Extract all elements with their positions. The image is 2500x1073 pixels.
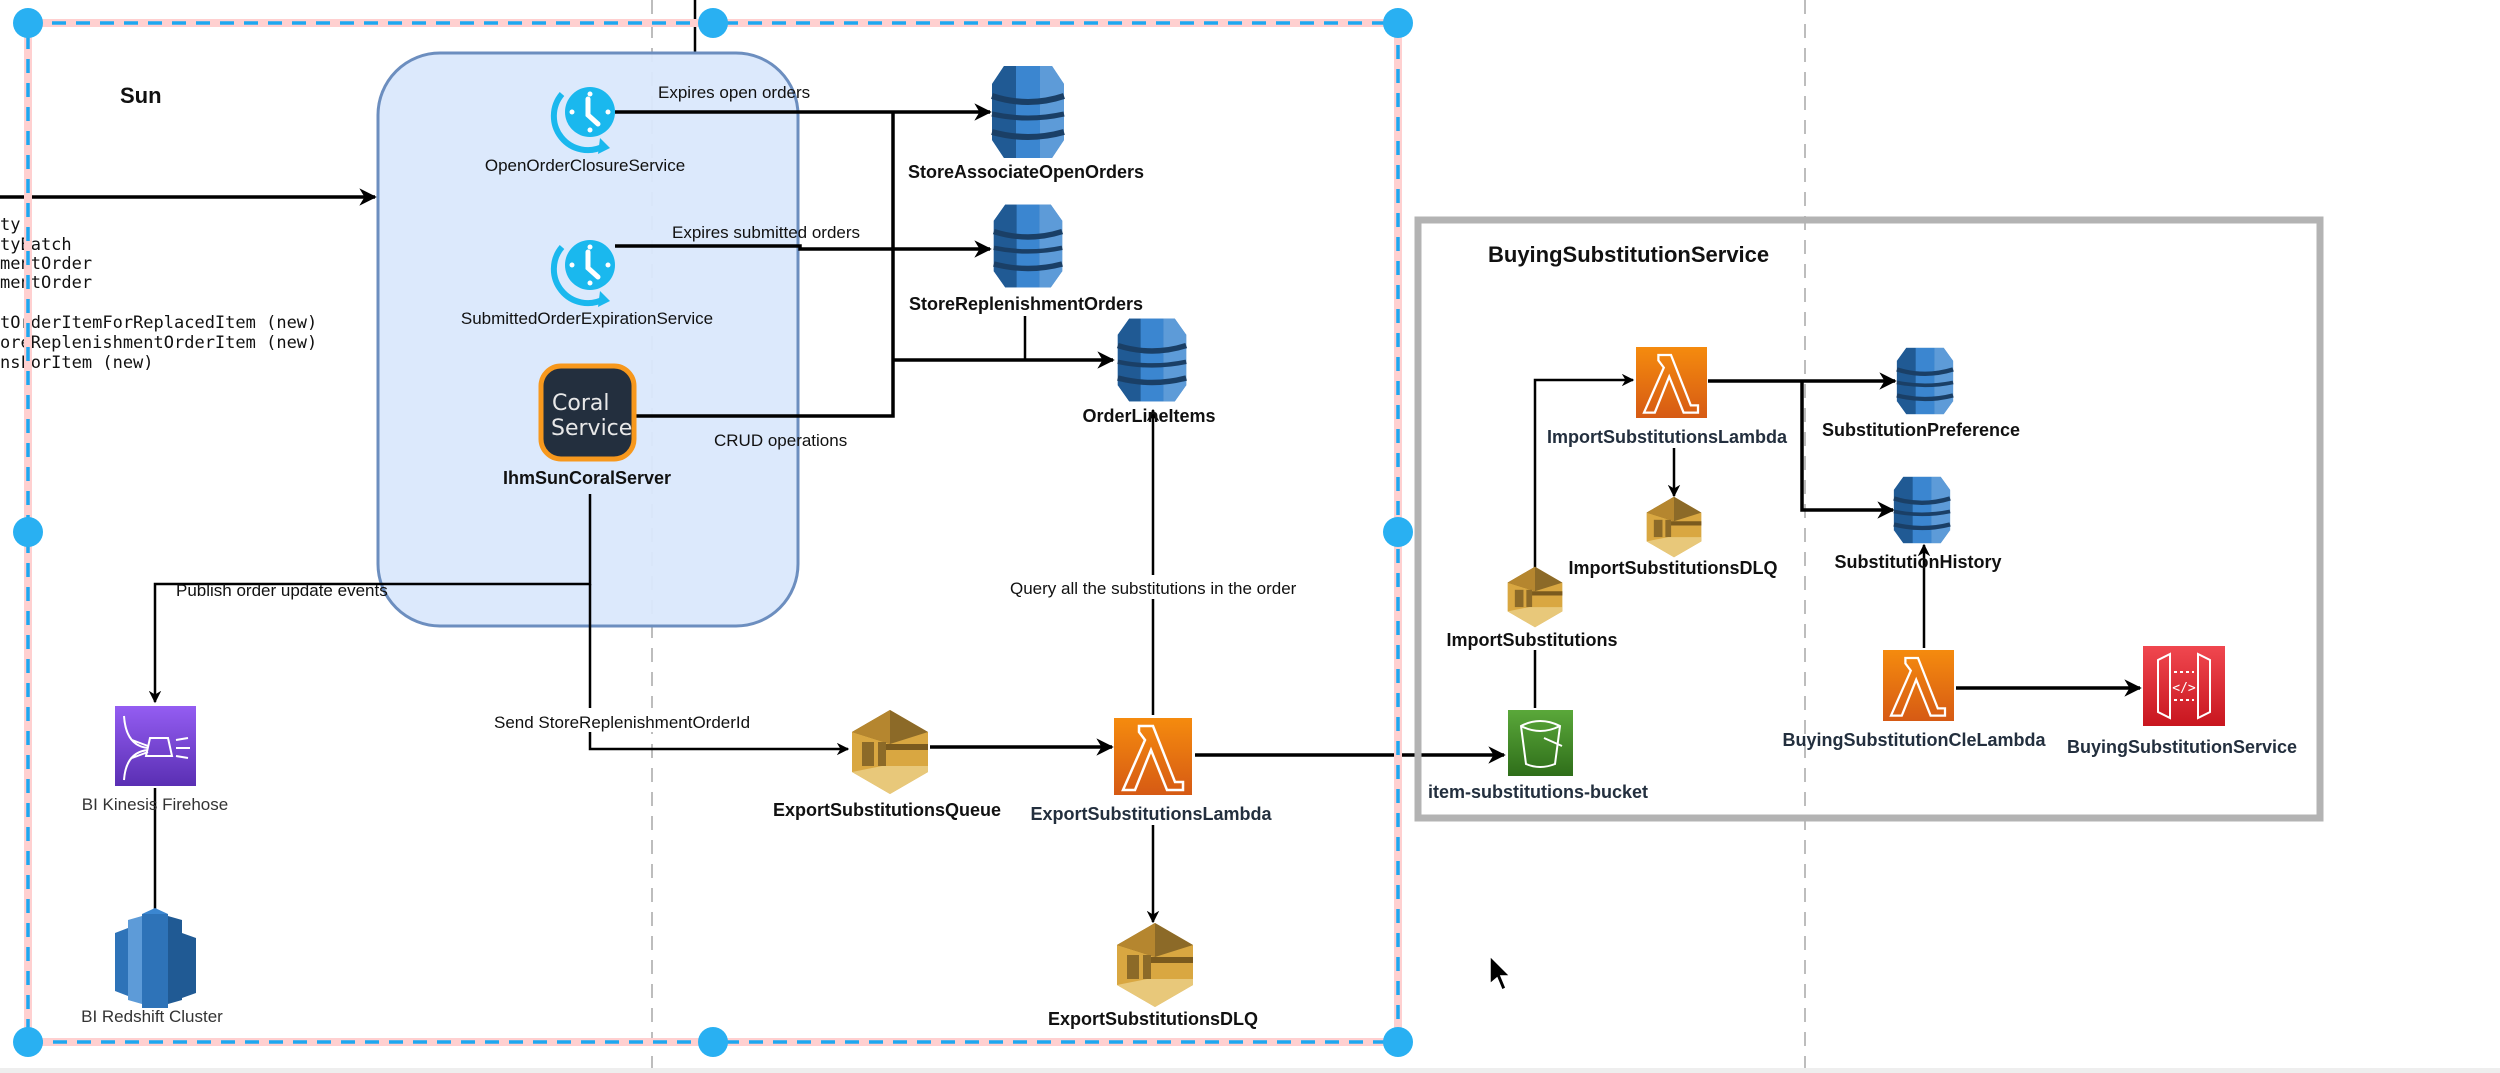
- import-substitutions-queue-node[interactable]: ImportSubstitutions: [1447, 566, 1618, 650]
- coral-service-icon: [538, 363, 637, 462]
- resize-handle-e[interactable]: [1383, 517, 1413, 547]
- node-label: item-substitutions-bucket: [1428, 782, 1648, 802]
- edge-send-order-id: [588, 584, 850, 756]
- redshift-icon: [115, 908, 196, 1008]
- edge-label-crud: CRUD operations: [714, 431, 847, 450]
- api-gateway-icon: [2143, 646, 2225, 726]
- resize-handle-nw[interactable]: [13, 8, 43, 38]
- code-glyph: </>: [2172, 681, 2196, 696]
- export-substitutions-dlq-node[interactable]: ExportSubstitutionsDLQ: [1048, 923, 1258, 1029]
- node-label: OpenOrderClosureService: [485, 156, 685, 175]
- resize-handle-n[interactable]: [698, 8, 728, 38]
- edge-label-send-order-id: Send StoreReplenishmentOrderId: [494, 713, 750, 732]
- substitution-preference-node[interactable]: SubstitutionPreference: [1822, 348, 2020, 440]
- edge-label-expires-open: Expires open orders: [658, 83, 810, 102]
- dynamodb-icon: [1894, 477, 1950, 543]
- api-method: oreReplenishmentOrderItem (new): [0, 333, 317, 353]
- resize-handle-sw[interactable]: [13, 1027, 43, 1057]
- node-label: ImportSubstitutions: [1447, 630, 1618, 650]
- dynamodb-icon: [1118, 319, 1186, 402]
- edge-crud: [636, 112, 895, 418]
- buying-substitution-cle-lambda-node[interactable]: BuyingSubstitutionCleLambda: [1783, 650, 2047, 750]
- sun-service-container[interactable]: [376, 51, 800, 628]
- resize-handle-w[interactable]: [13, 517, 43, 547]
- canvas-bottom-edge: [0, 1068, 2500, 1073]
- resize-handle-s[interactable]: [698, 1027, 728, 1057]
- import-substitutions-dlq-node[interactable]: ImportSubstitutionsDLQ: [1569, 496, 1778, 578]
- group-title: BuyingSubstitutionService: [1488, 242, 1769, 267]
- dynamodb-icon: [992, 66, 1064, 158]
- edge-import-queue-lambda: [1533, 373, 1635, 570]
- sqs-queue-icon: [852, 710, 928, 794]
- resize-handle-se[interactable]: [1383, 1027, 1413, 1057]
- api-method: ty: [0, 215, 20, 235]
- node-label: BI Kinesis Firehose: [82, 795, 228, 814]
- node-label: SubstitutionPreference: [1822, 420, 2020, 440]
- substitution-history-node[interactable]: SubstitutionHistory: [1835, 477, 2002, 572]
- node-label: IhmSunCoralServer: [503, 468, 671, 488]
- coral-icon-text: Coral: [552, 391, 609, 416]
- coral-server-node[interactable]: Coral Service IhmSunCoralServer: [503, 363, 671, 488]
- node-label: BI Redshift Cluster: [81, 1007, 223, 1026]
- node-label: ImportSubstitutionsLambda: [1547, 427, 1788, 447]
- api-method: tyBatch: [0, 235, 72, 255]
- node-label: BuyingSubstitutionService: [2067, 737, 2297, 757]
- node-label: BuyingSubstitutionCleLambda: [1783, 730, 2047, 750]
- item-substitutions-bucket-node[interactable]: item-substitutions-bucket: [1428, 710, 1648, 802]
- dynamodb-icon: [994, 205, 1062, 288]
- edge-label-query-substitutions: Query all the substitutions in the order: [1010, 579, 1297, 598]
- api-method: mentOrder: [0, 273, 92, 293]
- node-label: SubstitutionHistory: [1835, 552, 2002, 572]
- sqs-queue-icon: [1507, 566, 1563, 628]
- store-replenishment-orders-node[interactable]: StoreReplenishmentOrders: [909, 205, 1143, 314]
- node-label: ExportSubstitutionsDLQ: [1048, 1009, 1258, 1029]
- node-label: StoreReplenishmentOrders: [909, 294, 1143, 314]
- api-method: tOrderItemForReplacedItem (new): [0, 313, 317, 333]
- edge-label-expires-submitted: Expires submitted orders: [672, 223, 860, 242]
- edge-publish-events: [148, 494, 592, 704]
- kinesis-firehose-node[interactable]: BI Kinesis Firehose: [82, 706, 228, 814]
- sqs-queue-icon: [1117, 923, 1193, 1007]
- submitted-order-expiration-node[interactable]: SubmittedOrderExpirationService: [461, 240, 713, 328]
- selection-box[interactable]: [13, 8, 1413, 1057]
- order-line-items-node[interactable]: OrderLineItems: [1082, 319, 1216, 426]
- node-label: SubmittedOrderExpirationService: [461, 309, 713, 328]
- resize-handle-ne[interactable]: [1383, 8, 1413, 38]
- sqs-queue-icon: [1646, 496, 1702, 558]
- dynamodb-icon: [1897, 348, 1953, 414]
- buying-substitution-service-group[interactable]: [1414, 216, 2324, 822]
- node-label: StoreAssociateOpenOrders: [908, 162, 1144, 182]
- api-method: mentOrder: [0, 254, 92, 274]
- api-method: nsForItem (new): [0, 353, 154, 373]
- redshift-cluster-node[interactable]: BI Redshift Cluster: [81, 908, 223, 1026]
- import-substitutions-lambda-node[interactable]: ImportSubstitutionsLambda: [1547, 347, 1788, 447]
- node-label: ImportSubstitutionsDLQ: [1569, 558, 1778, 578]
- edge-label-publish-events: Publish order update events: [176, 581, 388, 600]
- edge-import-lambda-history: [1800, 381, 1895, 519]
- mouse-cursor-icon: [1489, 954, 1512, 992]
- kinesis-firehose-icon: [115, 706, 196, 786]
- buying-substitution-service-api-node[interactable]: </> BuyingSubstitutionService: [2067, 646, 2297, 757]
- sun-container-label: Sun: [120, 83, 162, 108]
- api-method-list: ty tyBatch mentOrder mentOrder tOrderIte…: [0, 215, 317, 373]
- node-label: OrderLineItems: [1082, 406, 1215, 426]
- node-label: ExportSubstitutionsLambda: [1030, 804, 1272, 824]
- export-substitutions-queue-node[interactable]: ExportSubstitutionsQueue: [773, 710, 1001, 820]
- store-associate-open-orders-node[interactable]: StoreAssociateOpenOrders: [908, 66, 1144, 182]
- coral-icon-text: Service: [551, 416, 632, 441]
- edge-expires-submitted: [615, 240, 992, 258]
- export-substitutions-lambda-node[interactable]: ExportSubstitutionsLambda: [1030, 718, 1272, 824]
- open-order-closure-node[interactable]: OpenOrderClosureService: [485, 87, 685, 175]
- node-label: ExportSubstitutionsQueue: [773, 800, 1001, 820]
